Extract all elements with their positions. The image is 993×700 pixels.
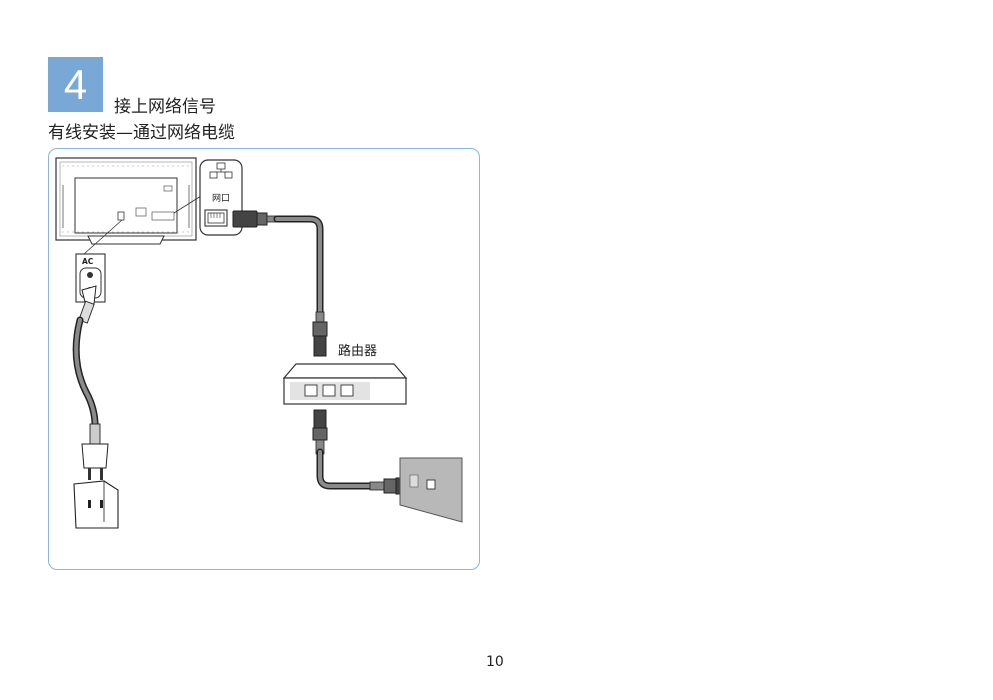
wall-power-outlet	[73, 480, 119, 529]
page-number: 10	[486, 654, 504, 670]
section-title: 有线安装—通过网络电缆	[48, 123, 235, 143]
step-title: 接上网络信号	[114, 97, 216, 117]
network-port-callout: 网口	[199, 159, 243, 236]
diagram-frame	[48, 148, 480, 570]
step-number-badge: 4	[48, 57, 103, 112]
tv-back-illustration	[55, 157, 202, 255]
wall-network-socket	[399, 457, 463, 523]
power-cable	[72, 285, 109, 480]
router-label: 路由器	[338, 343, 377, 359]
ac-input-label: AC	[82, 257, 94, 266]
router-illustration: 路由器	[282, 343, 408, 405]
network-cable-tv-to-router	[232, 210, 328, 357]
network-port-label: 网口	[212, 193, 230, 204]
